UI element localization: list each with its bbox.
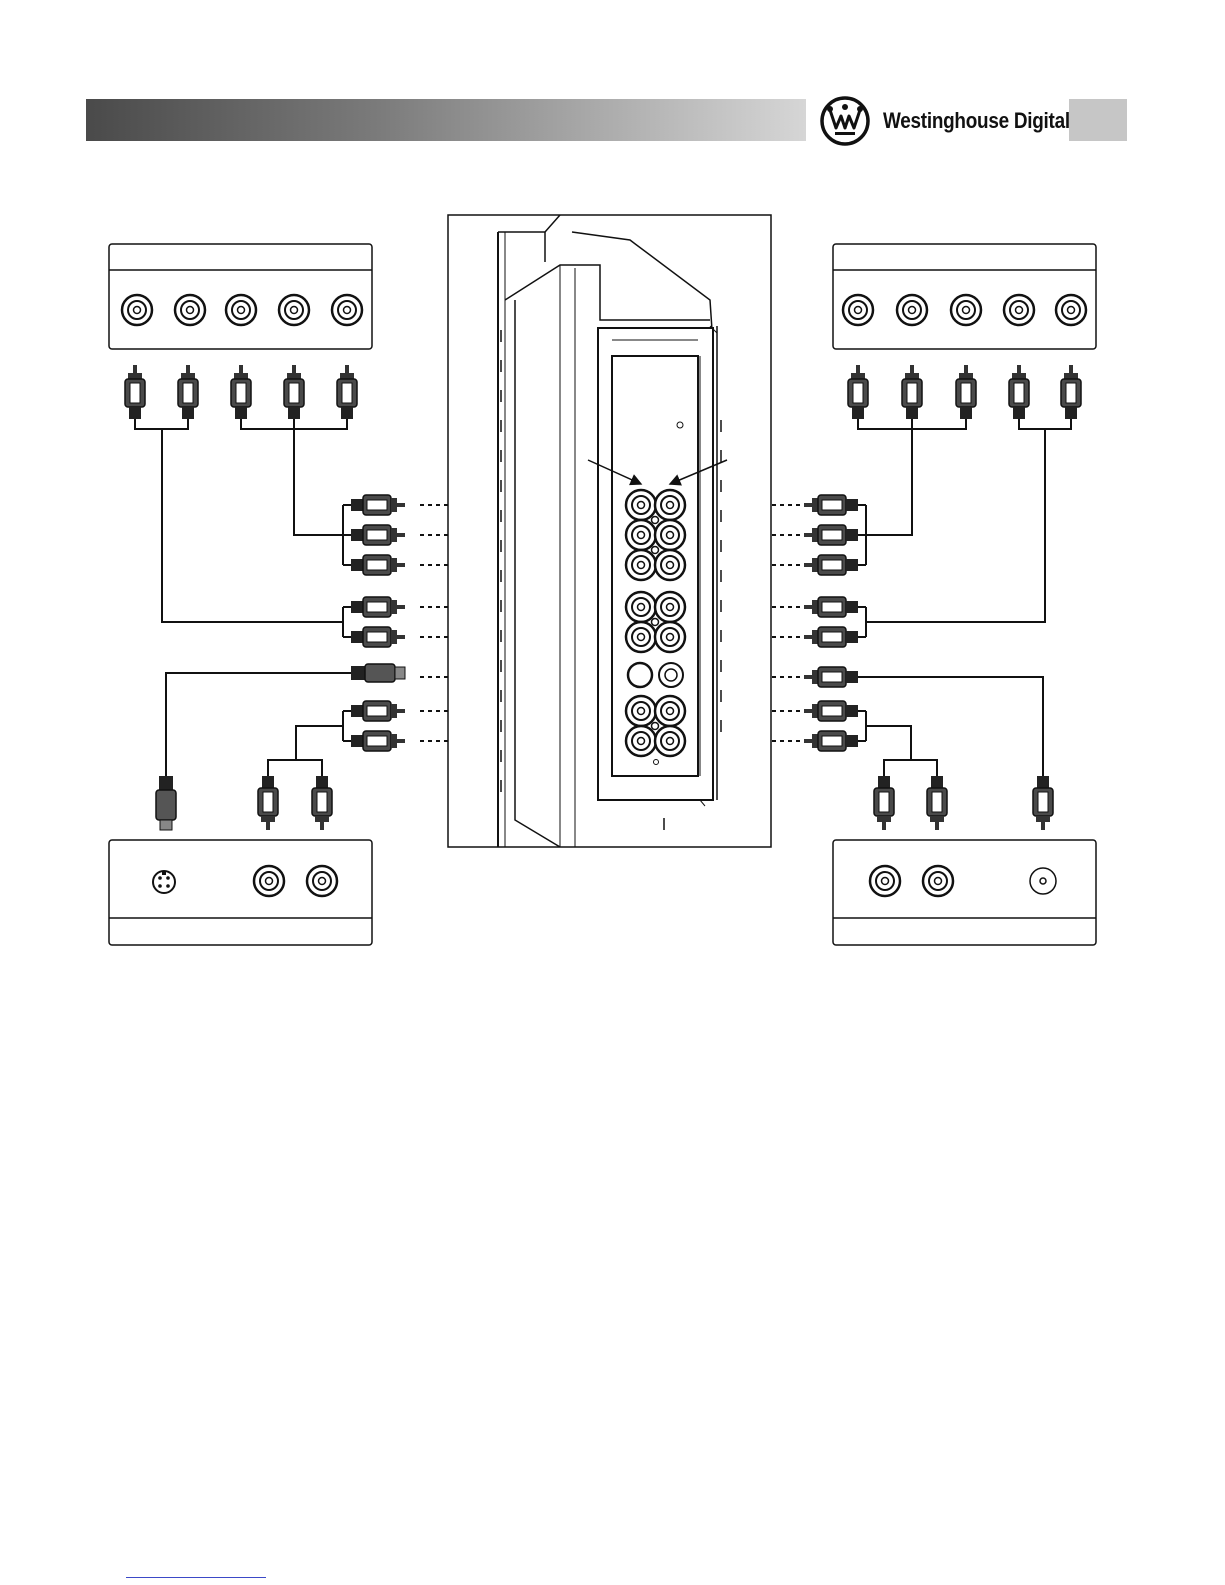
svideo-jack-icon — [153, 871, 175, 893]
footer-link-rule — [126, 1577, 266, 1578]
top-left-device-panel — [109, 244, 372, 349]
bottom-left-plugs — [156, 776, 332, 830]
top-right-plugs — [848, 365, 1081, 419]
right-plug-stubs — [858, 505, 866, 741]
coax-jack-icon — [1030, 868, 1056, 894]
left-input-plugs — [351, 495, 405, 751]
bottom-left-device-panel — [109, 840, 372, 945]
top-right-device-panel — [833, 244, 1096, 349]
top-right-cables — [858, 419, 1071, 637]
right-input-plugs — [804, 495, 858, 751]
bottom-right-cables — [858, 677, 1043, 776]
bottom-left-cables — [166, 673, 351, 776]
tv-side-input-panel-icon — [448, 215, 771, 847]
svideo-plug-left — [351, 664, 405, 682]
bottom-right-plugs — [874, 776, 1053, 830]
left-plug-stubs — [343, 505, 351, 741]
bottom-right-device-panel — [833, 840, 1096, 945]
top-left-plugs — [125, 365, 357, 419]
top-left-cables — [135, 419, 347, 637]
